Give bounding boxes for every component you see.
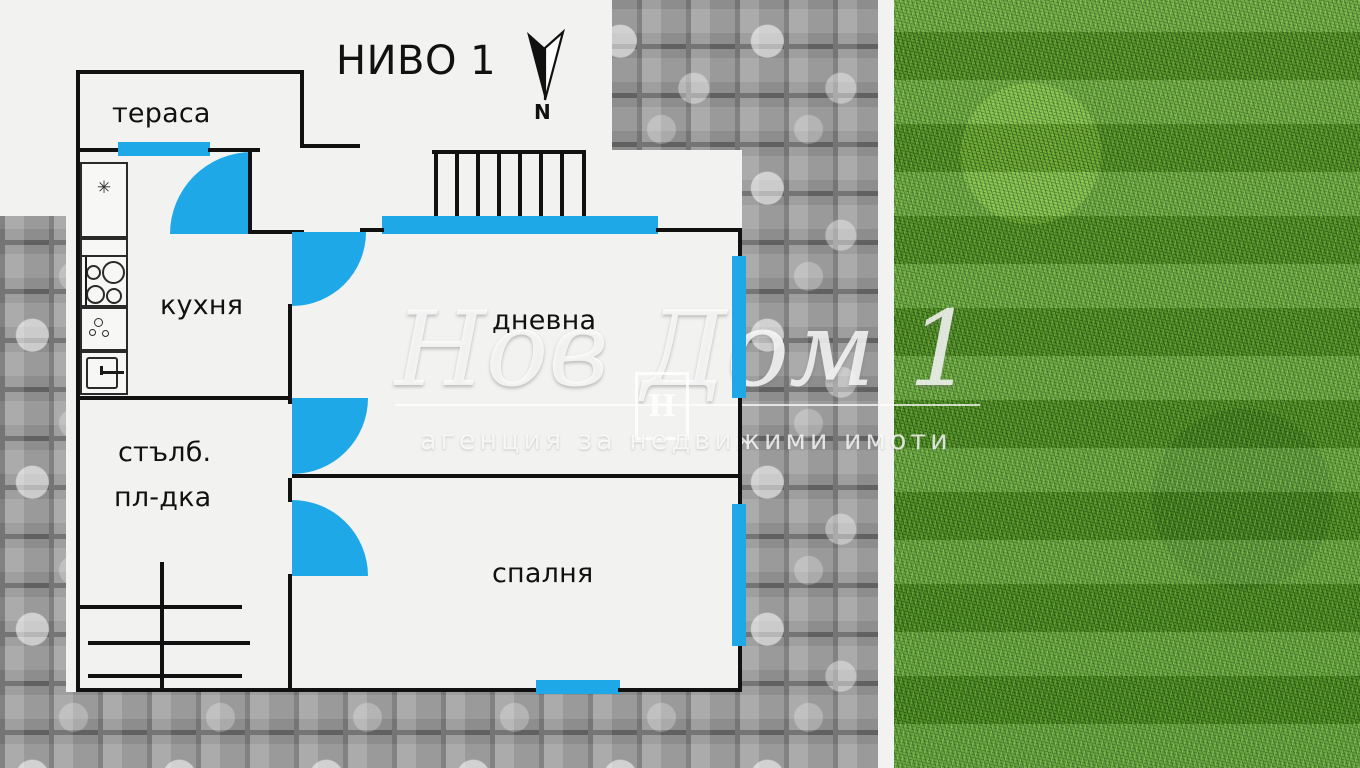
room-label-landing-line2: пл-дка bbox=[114, 482, 212, 513]
refrigerator-snowflake-icon: ✳ bbox=[96, 178, 112, 198]
kitchen-landing-divider-wall bbox=[76, 396, 292, 400]
terrace-wall-bottom-left bbox=[76, 148, 120, 152]
interior-stair-stringer bbox=[160, 562, 164, 692]
kitchen-wall-right bbox=[288, 304, 292, 398]
exterior-stair-outline-top bbox=[432, 150, 586, 154]
exterior-stair-tread-7 bbox=[560, 152, 564, 220]
room-label-kitchen: кухня bbox=[160, 290, 244, 321]
bedroom-window-right bbox=[732, 504, 746, 646]
terrace-wall-right-upper bbox=[300, 70, 304, 148]
terrace-wall-top bbox=[76, 70, 304, 74]
bedroom-window-bottom bbox=[536, 680, 620, 694]
stove-burner-2 bbox=[102, 261, 125, 284]
grass-texture-background bbox=[890, 0, 1360, 768]
stove-burner-4 bbox=[106, 288, 122, 304]
plan-title: НИВО 1 bbox=[336, 38, 497, 84]
worktop-dot-2 bbox=[89, 329, 96, 336]
exterior-stair-tread-3 bbox=[476, 152, 480, 220]
terrace-wall-bottom-right bbox=[208, 148, 260, 152]
interior-stair-tread-2 bbox=[88, 641, 250, 645]
terrace-window bbox=[118, 142, 210, 156]
interior-stair-tread-1 bbox=[80, 605, 242, 609]
worktop-dot-3 bbox=[102, 330, 109, 337]
living-room-window-right bbox=[732, 256, 746, 398]
terrace-wall-right-lower bbox=[300, 144, 360, 148]
sink-faucet-stem bbox=[100, 366, 103, 375]
room-label-terrace: тераса bbox=[112, 98, 211, 129]
stove-burner-3 bbox=[86, 285, 105, 304]
landing-wall-right-lower bbox=[288, 478, 292, 502]
worktop-dot-1 bbox=[94, 318, 103, 327]
exterior-wall-right bbox=[738, 228, 742, 692]
exterior-wall-bottom-left bbox=[76, 688, 538, 692]
living-wall-top-right bbox=[656, 228, 742, 232]
living-room-window-top bbox=[382, 216, 658, 234]
exterior-stair-tread-5 bbox=[518, 152, 522, 220]
living-bedroom-divider-wall bbox=[292, 474, 742, 478]
bedroom-wall-left bbox=[288, 574, 292, 692]
stove-control-strip bbox=[85, 257, 87, 305]
background-seam-divider bbox=[878, 0, 894, 768]
room-label-landing-line1: стълб. bbox=[118, 437, 212, 468]
north-arrow-icon bbox=[527, 28, 565, 101]
living-wall-top-left bbox=[360, 228, 384, 232]
exterior-stair-outline-right bbox=[582, 150, 586, 222]
room-label-bedroom: спалня bbox=[492, 558, 594, 589]
exterior-wall-bottom-right bbox=[618, 688, 742, 692]
kitchen-wall-right-upper bbox=[288, 230, 292, 234]
exterior-stair-tread-6 bbox=[539, 152, 543, 220]
sink-faucet bbox=[100, 371, 124, 374]
room-label-living: дневна bbox=[492, 305, 597, 336]
north-label: N bbox=[534, 100, 551, 124]
landing-wall-right-mid bbox=[288, 398, 292, 404]
kitchen-worktop-fixture bbox=[80, 307, 128, 351]
stove-burner-1 bbox=[86, 265, 101, 280]
kitchen-wall-top-right bbox=[250, 230, 304, 234]
exterior-wall-left bbox=[76, 70, 80, 692]
terrace-door-leaf bbox=[248, 152, 252, 234]
exterior-stair-tread-2 bbox=[455, 152, 459, 220]
interior-stair-tread-3 bbox=[88, 674, 242, 678]
refrigerator-fixture bbox=[80, 162, 128, 238]
exterior-stair-tread-4 bbox=[497, 152, 501, 220]
exterior-stair-tread-1 bbox=[434, 152, 438, 220]
